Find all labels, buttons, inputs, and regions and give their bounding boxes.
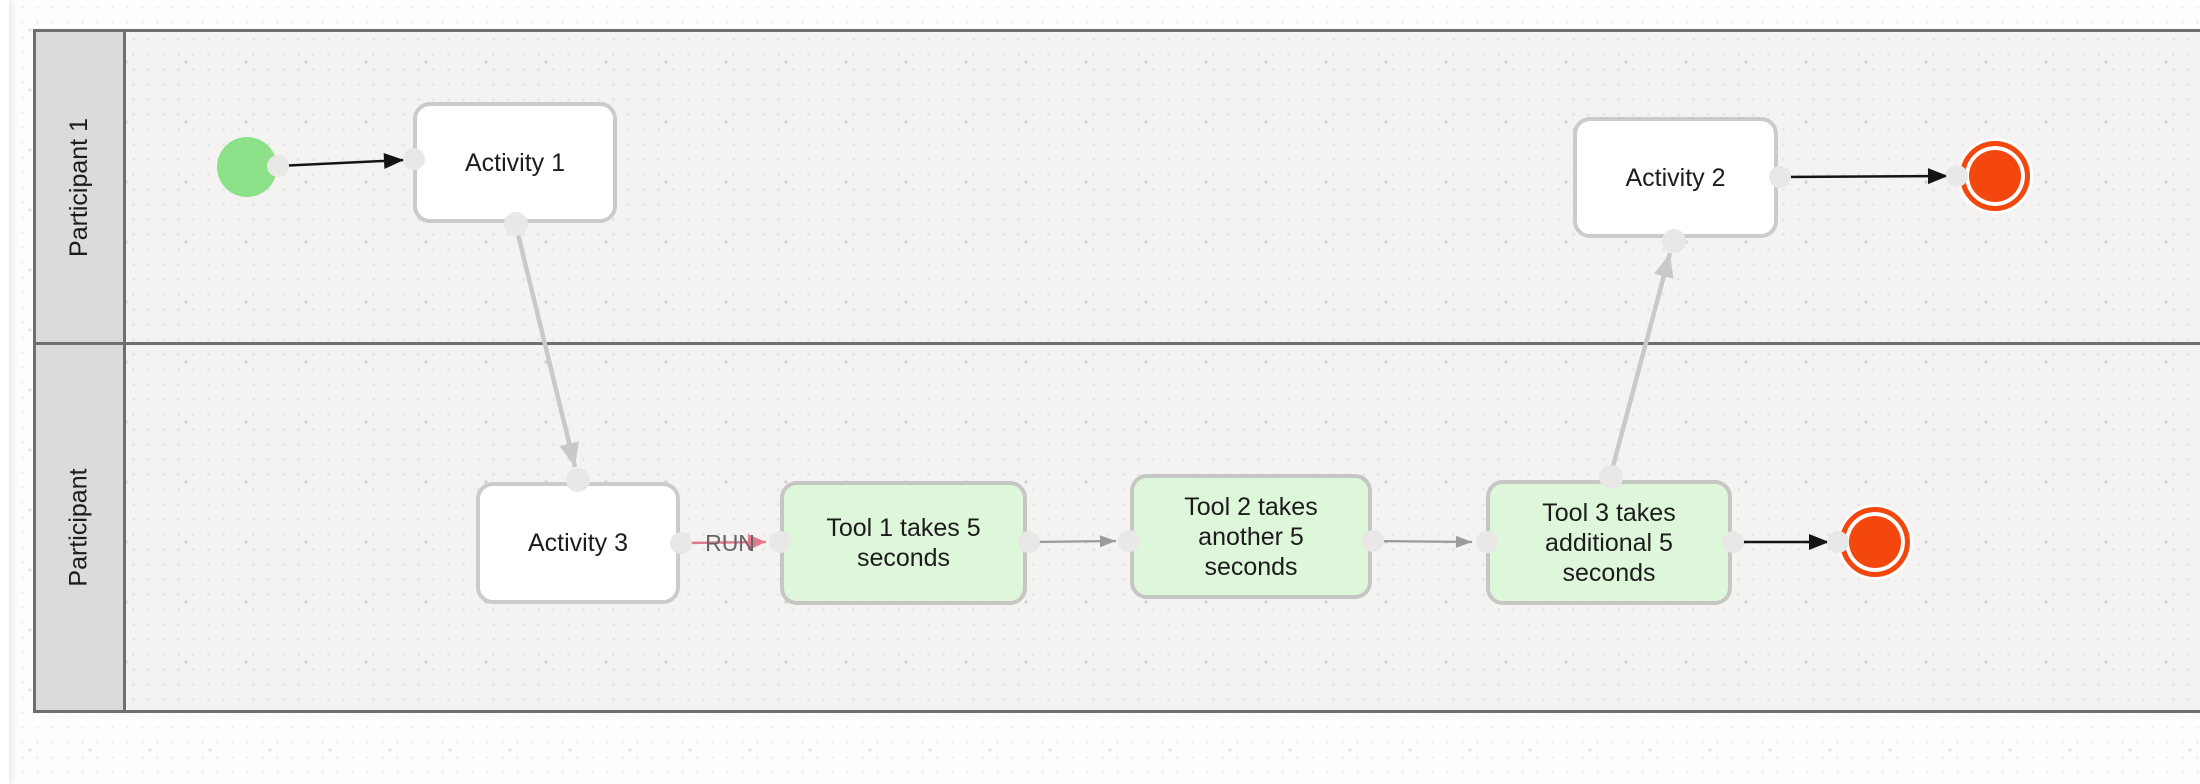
lane-participant-label: Participant [65,468,93,587]
task-tool-2-label: Tool 2 takes another 5 seconds [1184,492,1318,581]
task-activity-2-label: Activity 2 [1625,163,1726,192]
lane-participant[interactable]: Participant [36,345,2200,710]
task-tool-1-label: Tool 1 takes 5 seconds [826,514,981,572]
task-tool-1[interactable]: Tool 1 takes 5 seconds [780,481,1027,605]
bpmn-pool[interactable]: Participant 1 Participant [33,29,2200,713]
start-event[interactable] [217,137,277,197]
canvas-left-edge [0,0,9,784]
task-activity-2[interactable]: Activity 2 [1573,117,1778,238]
lane-participant-header[interactable]: Participant [36,345,126,710]
task-activity-3[interactable]: Activity 3 [476,482,680,604]
end-event-top[interactable] [1960,141,2030,211]
task-activity-3-label: Activity 3 [527,529,629,557]
lane-participant-1[interactable]: Participant 1 [36,32,2200,345]
task-tool-3-label: Tool 3 takes additional 5 seconds [1542,498,1676,587]
lane-participant-1-label: Participant 1 [65,117,93,257]
task-tool-3[interactable]: Tool 3 takes additional 5 seconds [1486,480,1732,605]
end-event-bottom[interactable] [1840,507,1910,577]
task-activity-1[interactable]: Activity 1 [413,102,617,223]
task-activity-1-label: Activity 1 [464,148,566,177]
lane-participant-1-header[interactable]: Participant 1 [36,32,126,342]
task-tool-2[interactable]: Tool 2 takes another 5 seconds [1130,474,1372,599]
